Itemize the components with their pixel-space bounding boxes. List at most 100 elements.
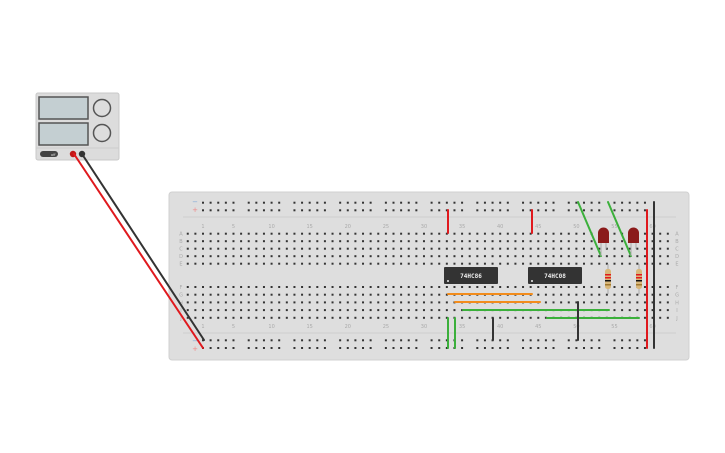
- breadboard-hole[interactable]: [461, 247, 464, 250]
- breadboard-hole[interactable]: [293, 247, 296, 250]
- breadboard-hole[interactable]: [224, 240, 227, 243]
- breadboard-hole[interactable]: [240, 262, 243, 265]
- breadboard-hole[interactable]: [247, 262, 250, 265]
- breadboard-hole[interactable]: [415, 286, 418, 288]
- breadboard-hole[interactable]: [209, 255, 212, 258]
- breadboard-hole[interactable]: [613, 309, 616, 312]
- breadboard-hole[interactable]: [323, 240, 326, 243]
- breadboard-hole[interactable]: [506, 240, 509, 243]
- breadboard-hole[interactable]: [522, 286, 525, 288]
- green-wire[interactable]: [607, 201, 632, 257]
- breadboard-hole[interactable]: [217, 293, 220, 296]
- breadboard-hole[interactable]: [301, 309, 304, 312]
- breadboard-hole[interactable]: [232, 316, 235, 319]
- breadboard-hole[interactable]: [354, 301, 357, 304]
- breadboard-hole[interactable]: [301, 209, 304, 212]
- breadboard-hole[interactable]: [377, 286, 380, 288]
- breadboard-hole[interactable]: [430, 240, 433, 243]
- breadboard-hole[interactable]: [529, 316, 532, 319]
- breadboard-hole[interactable]: [468, 286, 471, 288]
- breadboard-hole[interactable]: [377, 301, 380, 304]
- breadboard-hole[interactable]: [369, 301, 372, 304]
- breadboard-hole[interactable]: [293, 347, 296, 349]
- breadboard-hole[interactable]: [209, 286, 212, 288]
- breadboard-hole[interactable]: [247, 301, 250, 304]
- breadboard-hole[interactable]: [400, 255, 403, 258]
- breadboard-hole[interactable]: [544, 316, 547, 319]
- breadboard-hole[interactable]: [262, 201, 265, 204]
- breadboard-hole[interactable]: [392, 286, 395, 288]
- breadboard-hole[interactable]: [583, 293, 585, 296]
- breadboard-hole[interactable]: [468, 240, 471, 243]
- breadboard-hole[interactable]: [293, 301, 296, 304]
- breadboard-hole[interactable]: [476, 240, 479, 243]
- breadboard-hole[interactable]: [308, 286, 311, 288]
- breadboard-hole[interactable]: [224, 339, 227, 342]
- breadboard-hole[interactable]: [522, 247, 525, 250]
- breadboard-hole[interactable]: [369, 309, 372, 312]
- breadboard-hole[interactable]: [232, 309, 235, 312]
- breadboard-hole[interactable]: [308, 339, 311, 342]
- breadboard-hole[interactable]: [445, 255, 448, 258]
- breadboard-hole[interactable]: [316, 209, 319, 212]
- breadboard-hole[interactable]: [590, 301, 593, 304]
- breadboard-hole[interactable]: [316, 301, 319, 304]
- breadboard-hole[interactable]: [438, 209, 441, 212]
- breadboard-hole[interactable]: [506, 209, 509, 212]
- breadboard-hole[interactable]: [301, 201, 304, 204]
- breadboard-hole[interactable]: [392, 247, 395, 250]
- breadboard-hole[interactable]: [316, 309, 319, 312]
- breadboard-hole[interactable]: [400, 316, 403, 319]
- breadboard-hole[interactable]: [552, 286, 555, 288]
- breadboard-hole[interactable]: [339, 293, 342, 296]
- breadboard-hole[interactable]: [483, 316, 486, 319]
- breadboard-hole[interactable]: [445, 301, 448, 304]
- breadboard-hole[interactable]: [255, 309, 258, 312]
- breadboard-hole[interactable]: [346, 309, 349, 312]
- breadboard-hole[interactable]: [270, 286, 273, 288]
- breadboard-hole[interactable]: [377, 247, 380, 250]
- breadboard-hole[interactable]: [407, 209, 410, 212]
- breadboard-hole[interactable]: [415, 262, 418, 265]
- breadboard-hole[interactable]: [583, 255, 585, 258]
- breadboard-hole[interactable]: [476, 201, 479, 204]
- breadboard-hole[interactable]: [323, 209, 326, 212]
- breadboard-hole[interactable]: [339, 286, 342, 288]
- breadboard-hole[interactable]: [575, 339, 578, 342]
- breadboard-hole[interactable]: [392, 293, 395, 296]
- breadboard-hole[interactable]: [666, 316, 669, 319]
- breadboard-hole[interactable]: [567, 293, 570, 296]
- breadboard-hole[interactable]: [255, 201, 258, 204]
- breadboard-hole[interactable]: [575, 209, 578, 212]
- breadboard-hole[interactable]: [476, 255, 479, 258]
- breadboard-hole[interactable]: [202, 255, 204, 258]
- breadboard-hole[interactable]: [483, 255, 486, 258]
- breadboard-hole[interactable]: [224, 255, 227, 258]
- breadboard-hole[interactable]: [590, 293, 593, 296]
- breadboard-hole[interactable]: [537, 316, 540, 319]
- breadboard-hole[interactable]: [369, 247, 372, 250]
- breadboard-hole[interactable]: [422, 247, 425, 250]
- breadboard-hole[interactable]: [377, 262, 380, 265]
- breadboard-hole[interactable]: [369, 201, 372, 204]
- breadboard-hole[interactable]: [461, 232, 464, 235]
- breadboard-hole[interactable]: [262, 309, 265, 312]
- breadboard-hole[interactable]: [247, 209, 250, 212]
- breadboard-hole[interactable]: [613, 286, 616, 288]
- breadboard-hole[interactable]: [194, 255, 197, 258]
- breadboard-hole[interactable]: [339, 262, 342, 265]
- breadboard-hole[interactable]: [445, 309, 448, 312]
- breadboard-hole[interactable]: [400, 339, 403, 342]
- breadboard-hole[interactable]: [445, 293, 448, 296]
- breadboard-hole[interactable]: [491, 255, 494, 258]
- breadboard-hole[interactable]: [552, 293, 555, 296]
- breadboard-hole[interactable]: [362, 232, 365, 235]
- breadboard-hole[interactable]: [628, 286, 631, 288]
- breadboard-hole[interactable]: [522, 347, 525, 349]
- breadboard-hole[interactable]: [636, 339, 639, 342]
- breadboard-hole[interactable]: [621, 201, 624, 204]
- breadboard-hole[interactable]: [529, 339, 532, 342]
- current-knob[interactable]: [92, 123, 112, 143]
- breadboard-hole[interactable]: [270, 240, 273, 243]
- breadboard-hole[interactable]: [438, 286, 441, 288]
